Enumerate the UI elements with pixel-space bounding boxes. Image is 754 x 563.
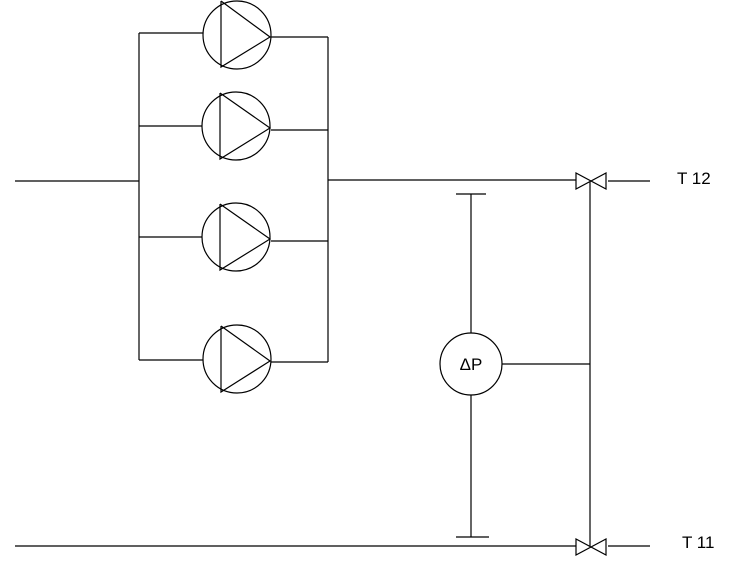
return-line-label: T 11	[682, 533, 714, 552]
supply-outlet-label: T 12	[677, 169, 711, 188]
dp-gauge-label: ΔP	[460, 355, 483, 374]
pump-2	[139, 91, 328, 161]
pump-3-arrow-icon	[219, 203, 272, 272]
pump-2-body	[201, 91, 271, 161]
pump-4-body	[202, 324, 272, 394]
pump-1-body	[202, 0, 272, 70]
pump-1-arrow-icon	[220, 0, 272, 69]
pump-2-arrow-icon	[219, 92, 272, 161]
return-valve-icon	[575, 538, 607, 556]
supply-valve-icon	[575, 172, 607, 190]
pump-4-arrow-icon	[220, 325, 272, 394]
pump-3-body	[201, 202, 271, 272]
pump-4	[139, 324, 328, 394]
differential-pressure-assembly: ΔP	[439, 193, 590, 538]
pump-3	[139, 202, 328, 272]
dp-gauge	[439, 332, 503, 396]
pump-1	[139, 0, 328, 70]
